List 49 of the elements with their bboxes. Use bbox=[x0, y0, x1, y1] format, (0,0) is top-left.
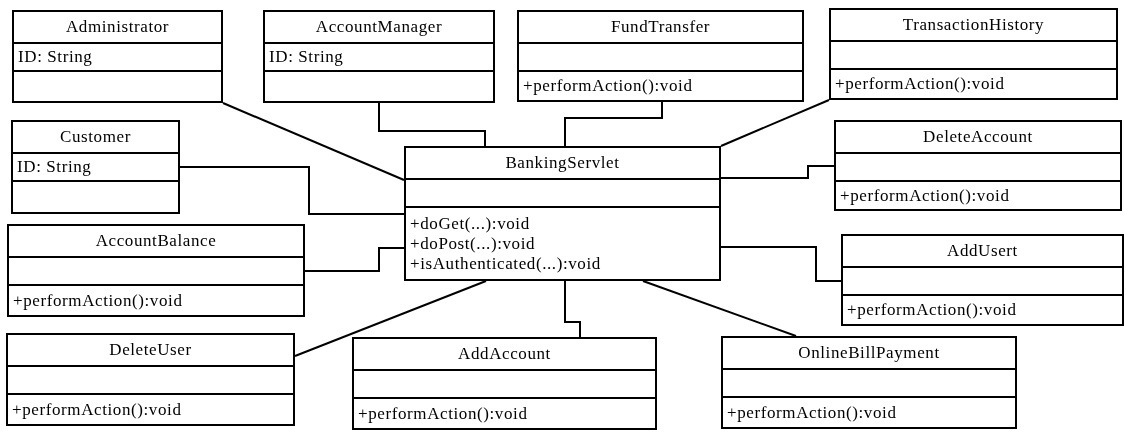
association-line bbox=[294, 280, 487, 357]
class-name: DeleteUser bbox=[109, 339, 192, 360]
method-text: +isAuthenticated(...):void bbox=[410, 253, 602, 274]
class-name: AddUsert bbox=[947, 240, 1018, 261]
class-box bbox=[721, 336, 1017, 429]
class-name: AccountManager bbox=[315, 16, 443, 37]
association-line bbox=[720, 165, 835, 179]
association-line bbox=[720, 246, 842, 282]
class-box bbox=[12, 10, 223, 103]
attribute-text: ID: String bbox=[17, 157, 93, 177]
class-box bbox=[404, 146, 721, 281]
class-name: BankingServlet bbox=[505, 153, 620, 173]
method-text: +performAction():void bbox=[523, 76, 694, 97]
attribute-text: ID: String bbox=[18, 46, 94, 67]
class-name: FundTransfer bbox=[610, 16, 711, 37]
association-line bbox=[564, 280, 581, 338]
method-text: +performAction():void bbox=[847, 300, 1018, 321]
class-name: OnlineBillPayment bbox=[798, 342, 940, 363]
class-box bbox=[352, 337, 657, 430]
class-name: DeleteAccount bbox=[923, 126, 1033, 147]
method-text: +performAction():void bbox=[13, 290, 184, 311]
class-name: Customer bbox=[60, 126, 131, 147]
class-name: TransactionHistory bbox=[902, 14, 1045, 35]
method-text: +performAction():void bbox=[358, 403, 529, 424]
class-box bbox=[11, 120, 180, 214]
class-box bbox=[263, 10, 495, 103]
method-text: +performAction():void bbox=[840, 185, 1011, 206]
class-name: AddAccount bbox=[458, 343, 551, 364]
class-box bbox=[517, 10, 804, 102]
attribute-text: ID: String bbox=[269, 46, 345, 67]
class-name: Administrator bbox=[65, 16, 170, 37]
association-line bbox=[378, 102, 486, 147]
class-box bbox=[834, 120, 1122, 211]
association-line bbox=[179, 166, 405, 215]
association-line bbox=[304, 247, 405, 272]
class-box bbox=[829, 8, 1118, 100]
association-line bbox=[642, 280, 797, 337]
class-box bbox=[7, 224, 305, 317]
class-box bbox=[6, 333, 295, 426]
association-line bbox=[720, 99, 830, 147]
method-text: +performAction():void bbox=[12, 399, 183, 420]
association-line bbox=[564, 101, 663, 147]
method-text: +doPost(...):void bbox=[410, 233, 537, 254]
method-text: +doGet(...):void bbox=[410, 213, 531, 234]
class-name: AccountBalance bbox=[95, 230, 217, 251]
method-text: +performAction():void bbox=[835, 74, 1006, 95]
class-box bbox=[841, 234, 1124, 326]
method-text: +performAction():void bbox=[727, 402, 898, 423]
association-line bbox=[222, 102, 405, 181]
